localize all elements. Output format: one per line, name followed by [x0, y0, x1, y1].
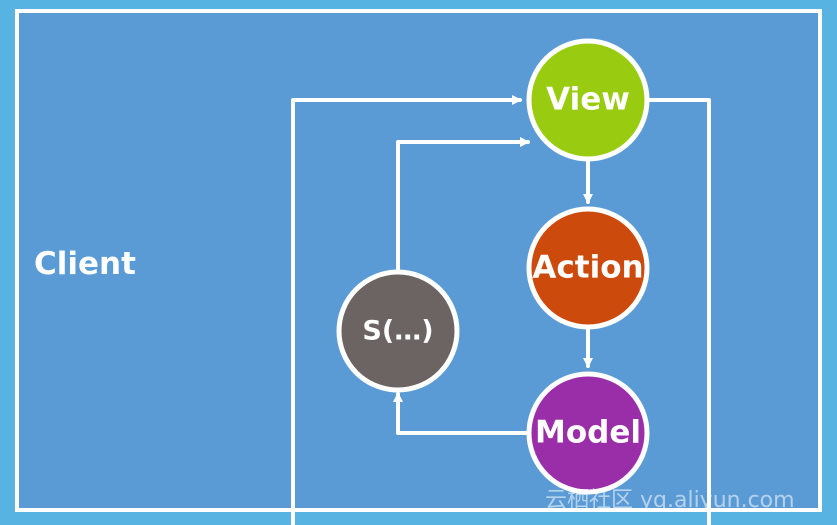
- model-node-circle: [526, 371, 650, 495]
- outer-loop-right: [646, 98, 711, 525]
- action-node-circle: [526, 206, 650, 330]
- outer-loop-left-to-view: [291, 95, 522, 525]
- client-region: [15, 9, 822, 512]
- arrow-state-to-view: [396, 137, 530, 274]
- watermark-text: 云栖社区 yq.aliyun.com: [545, 488, 795, 513]
- client-label: Client: [34, 246, 136, 282]
- view-node: View: [526, 38, 650, 162]
- connector-lines: [291, 95, 711, 525]
- state-node-label: S(…): [362, 316, 433, 347]
- arrow-model-to-state: [393, 392, 528, 435]
- state-node: S(…): [336, 269, 460, 393]
- model-node: Model: [526, 371, 650, 495]
- action-node: Action: [526, 206, 650, 330]
- state-node-circle: [336, 269, 460, 393]
- model-node-label: Model: [535, 415, 641, 451]
- action-node-label: Action: [532, 250, 643, 286]
- view-node-label: View: [546, 82, 630, 118]
- view-node-circle: [526, 38, 650, 162]
